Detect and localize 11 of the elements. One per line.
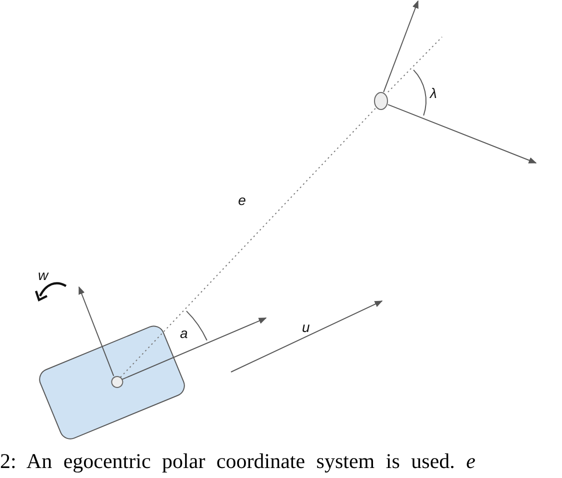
goal-point [374,92,388,110]
variable-label: λ [430,86,437,100]
variable-label: w [38,268,48,282]
caption: 2: An egocentric polar coordinate system is used. e [0,450,476,474]
dotted-line [120,107,376,378]
arrow [383,0,418,93]
variable-label: a [180,326,188,340]
arrow [121,318,267,380]
variable-label: u [302,320,310,334]
arrow [387,104,537,164]
arrow [78,286,114,376]
